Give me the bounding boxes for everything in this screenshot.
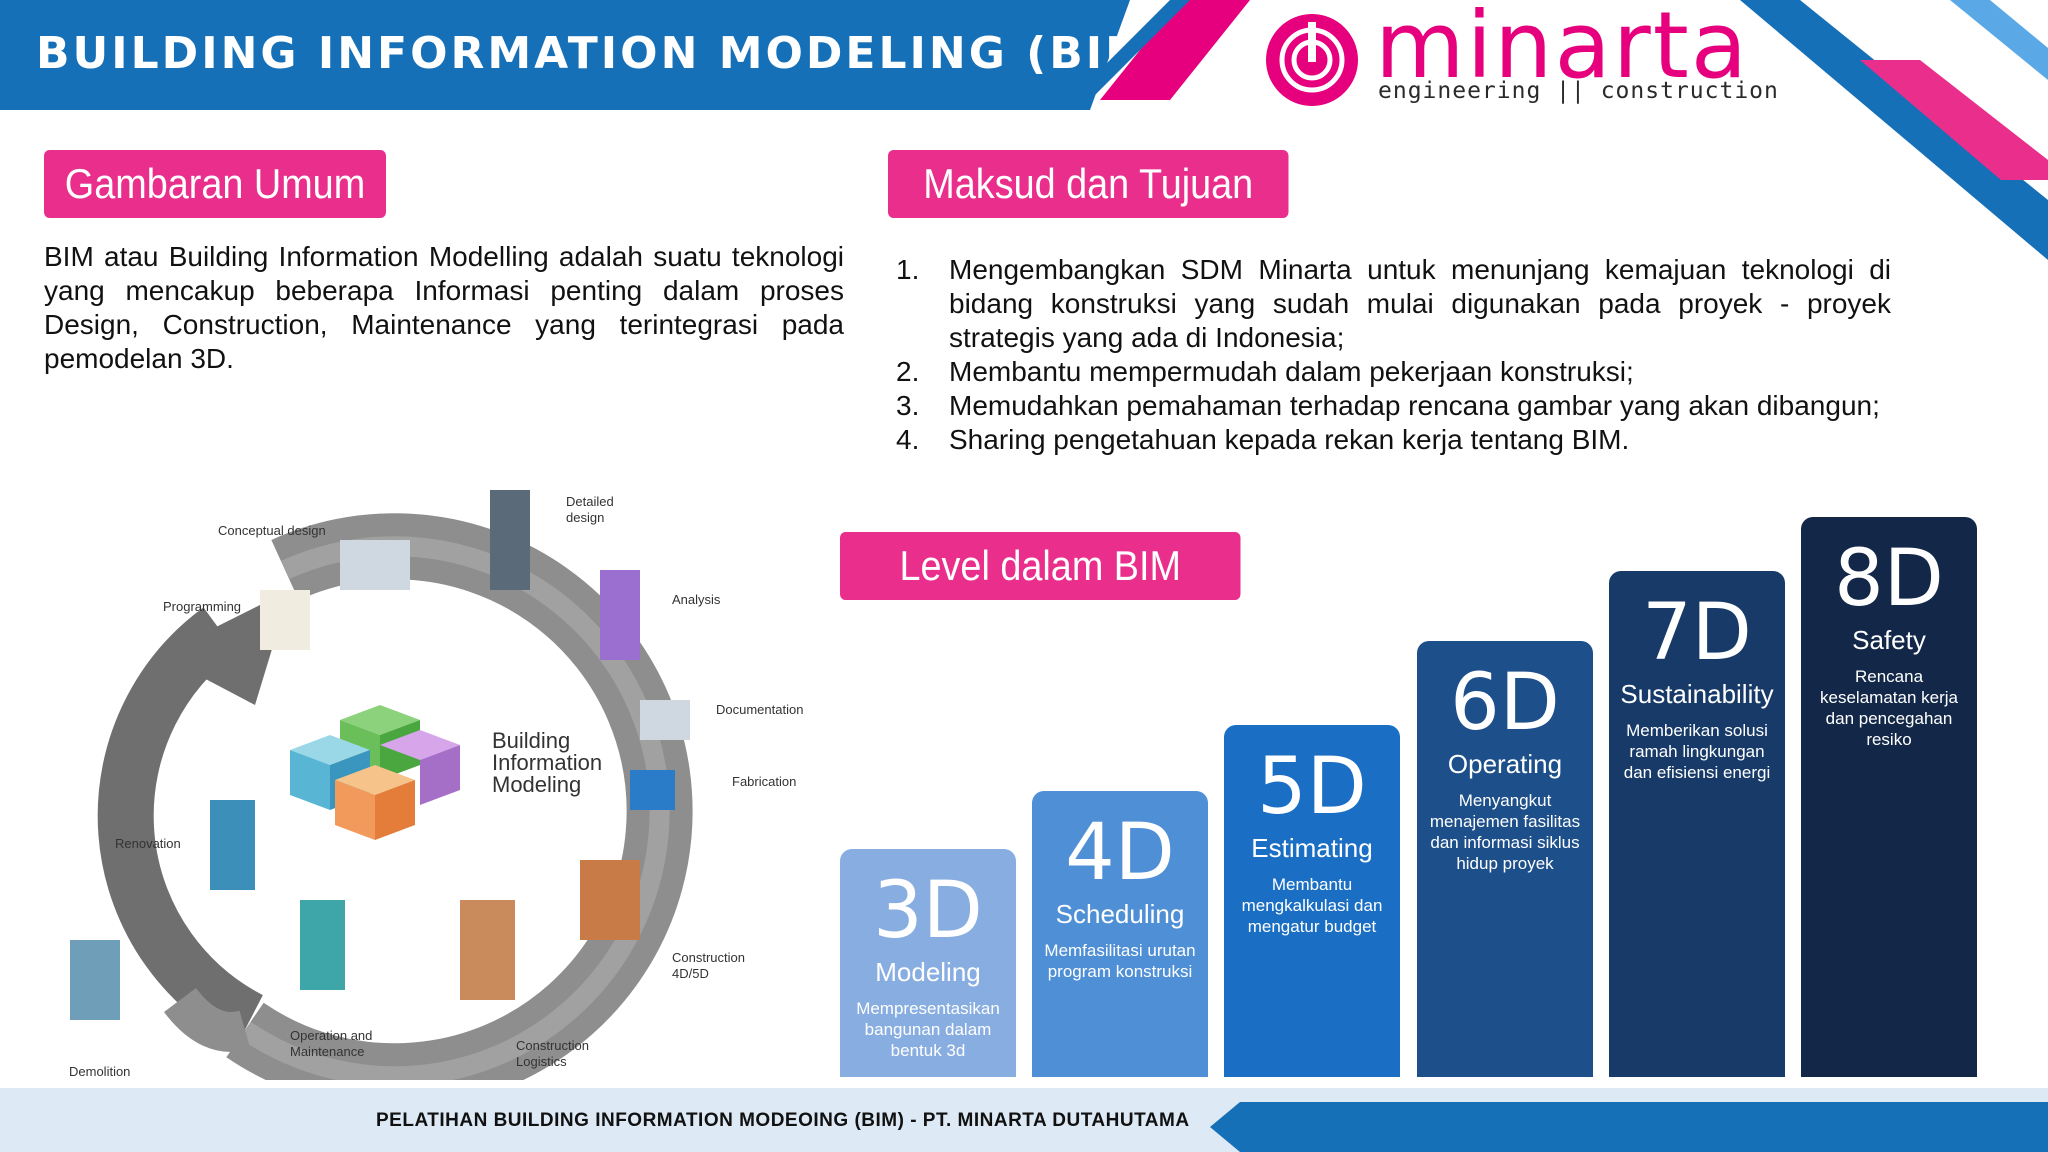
goal-text: Sharing pengetahuan kepada rekan kerja t… [949, 424, 1630, 455]
goals-list: 1. Mengembangkan SDM Minarta untuk menunj… [896, 253, 1891, 457]
label-logistics-2: Logistics [516, 1054, 567, 1069]
level-code: 7D [1642, 588, 1752, 678]
bim-cubes-icon [290, 705, 460, 840]
goal-item: 3. Memudahkan pemahaman terhadap rencana … [896, 389, 1891, 423]
level-card-3d: 3D Modeling Mempresentasikan bangunan da… [840, 849, 1016, 1077]
level-code: 8D [1834, 534, 1944, 624]
goal-number: 2. [896, 356, 920, 387]
level-code: 5D [1257, 742, 1367, 832]
logo-wordmark: minarta [1375, 0, 1750, 99]
goals-heading: Maksud dan Tujuan [888, 150, 1289, 218]
level-card-5d: 5D Estimating Membantu mengkalkulasi dan… [1224, 725, 1400, 1077]
label-construction-2: 4D/5D [672, 966, 709, 981]
level-name: Estimating [1251, 833, 1373, 863]
footer-arrow [1210, 1102, 2048, 1152]
level-card-7d: 7D Sustainability Memberikan solusi rama… [1609, 571, 1785, 1077]
label-construction-1: Construction [672, 950, 745, 965]
level-code: 4D [1065, 808, 1175, 898]
level-name: Modeling [875, 957, 981, 987]
levels-heading: Level dalam BIM [840, 532, 1241, 600]
label-operation-1: Operation and [290, 1028, 372, 1043]
logo-tagline: engineering || construction [1378, 78, 1779, 104]
label-fabrication: Fabrication [732, 774, 796, 789]
goal-number: 3. [896, 390, 920, 421]
level-desc: Memfasilitasi urutan program konstruksi [1044, 941, 1196, 981]
goal-text: Memudahkan pemahaman terhadap rencana ga… [949, 390, 1880, 421]
label-logistics-1: Construction [516, 1038, 589, 1053]
label-documentation: Documentation [716, 702, 803, 717]
level-code: 6D [1450, 658, 1560, 748]
cycle-center-line-2: Information [492, 750, 602, 775]
level-card-8d: 8D Safety Rencana keselamatan kerja dan … [1801, 517, 1977, 1077]
company-logo: minarta engineering || construction [1260, 0, 1778, 112]
level-desc: Mempresentasikan bangunan dalam bentuk 3… [856, 999, 1000, 1060]
footer-text: PELATIHAN BUILDING INFORMATION MODEOING … [376, 1110, 1190, 1131]
goal-number: 1. [896, 254, 920, 285]
bim-lifecycle-diagram: Building Information Modeling Conceptual… [69, 490, 803, 1080]
level-card-6d: 6D Operating Menyangkut menajemen fasili… [1417, 641, 1593, 1077]
level-desc: Rencana keselamatan kerja dan pencegahan… [1820, 667, 1958, 749]
level-name: Operating [1447, 749, 1563, 779]
logo-mark-icon [1266, 14, 1358, 106]
label-detailed-design-2: design [566, 510, 604, 525]
goal-text: Mengembangkan SDM Minarta untuk menunjan… [949, 254, 1891, 353]
label-renovation: Renovation [115, 836, 181, 851]
label-programming: Programming [163, 599, 241, 614]
cycle-center-line-1: Building [492, 728, 570, 753]
cycle-center-line-3: Modeling [492, 772, 581, 797]
decor-stripe-corner-light [1950, 0, 2048, 80]
building-icons [70, 490, 690, 1020]
label-conceptual-design: Conceptual design [218, 523, 326, 538]
header-bar [0, 0, 1130, 110]
level-desc: Memberikan solusi ramah lingkungan dan e… [1623, 721, 1771, 782]
overview-heading: Gambaran Umum [44, 150, 386, 218]
overview-text: BIM atau Building Information Modelling … [44, 241, 844, 374]
level-card-4d: 4D Scheduling Memfasilitasi urutan progr… [1032, 791, 1208, 1077]
label-operation-2: Maintenance [290, 1044, 364, 1059]
label-demolition: Demolition [69, 1064, 130, 1079]
goal-item: 2. Membantu mempermudah dalam pekerjaan k… [896, 355, 1891, 389]
goal-item: 1. Mengembangkan SDM Minarta untuk menunj… [896, 253, 1891, 355]
goal-item: 4. Sharing pengetahuan kepada rekan kerja… [896, 423, 1891, 457]
level-name: Scheduling [1055, 899, 1185, 929]
page-title: BUILDING INFORMATION MODELING (BIM) [36, 28, 1176, 79]
level-code: 3D [873, 866, 983, 956]
label-detailed-design-1: Detailed [566, 494, 614, 509]
level-desc: Membantu mengkalkulasi dan mengatur budg… [1241, 875, 1383, 936]
level-name: Sustainability [1620, 679, 1774, 709]
level-desc: Menyangkut menajemen fasilitas dan infor… [1429, 791, 1581, 873]
goal-number: 4. [896, 424, 920, 455]
label-analysis: Analysis [672, 592, 721, 607]
goal-text: Membantu mempermudah dalam pekerjaan kon… [949, 356, 1634, 387]
level-name: Safety [1852, 625, 1926, 655]
